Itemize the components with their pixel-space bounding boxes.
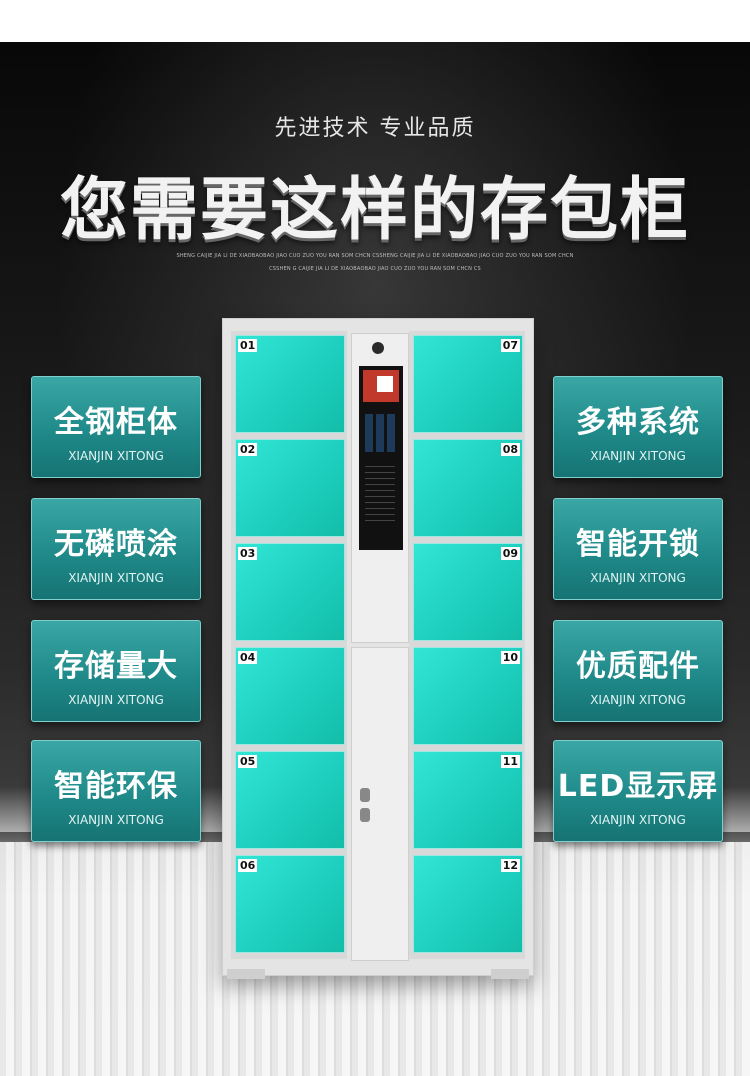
locker-number: 05 <box>238 755 258 768</box>
locker-door-10[interactable]: 10 <box>413 647 523 745</box>
right-column-frame <box>409 331 525 959</box>
header-title: 您需要这样的存包柜 <box>59 171 690 250</box>
lock-icon[interactable] <box>360 788 370 802</box>
locker-door-01[interactable]: 01 <box>235 335 345 433</box>
feature-title: 智能环保 <box>54 769 178 804</box>
locker-door-12[interactable]: 12 <box>413 855 523 953</box>
feature-box-parts: 优质配件 XIANJIN XITONG <box>553 620 723 722</box>
locker-number: 08 <box>500 443 520 456</box>
locker-door-05[interactable]: 05 <box>235 751 345 849</box>
cabinet-foot-right <box>491 969 529 979</box>
locker-number: 11 <box>500 755 520 768</box>
locker-door-03[interactable]: 03 <box>235 543 345 641</box>
feature-title: 智能开锁 <box>576 527 700 562</box>
feature-title: 多种系统 <box>576 405 700 440</box>
header-pinyin: SHENG CAIJIE JIA LI DE XIAOBAOBAO JIAO C… <box>176 253 574 272</box>
brand-logo-icon <box>372 342 384 354</box>
feature-subtitle: XIANJIN XITONG <box>68 693 164 707</box>
locker-cabinet: 01 02 03 04 05 06 07 08 09 10 11 <box>222 318 534 979</box>
feature-subtitle: XIANJIN XITONG <box>590 813 686 827</box>
locker-number: 04 <box>238 651 258 664</box>
feature-subtitle: XIANJIN XITONG <box>590 571 686 585</box>
feature-subtitle: XIANJIN XITONG <box>590 693 686 707</box>
locker-number: 01 <box>238 339 258 352</box>
cabinet-foot-left <box>227 969 265 979</box>
feature-subtitle: XIANJIN XITONG <box>68 449 164 463</box>
feature-box-led: LED显示屏 XIANJIN XITONG <box>553 740 723 842</box>
feature-box-unlock: 智能开锁 XIANJIN XITONG <box>553 498 723 600</box>
feature-title: 全钢柜体 <box>54 405 178 440</box>
feature-box-steel-body: 全钢柜体 XIANJIN XITONG <box>31 376 201 478</box>
locker-number: 07 <box>500 339 520 352</box>
locker-door-07[interactable]: 07 <box>413 335 523 433</box>
locker-door-02[interactable]: 02 <box>235 439 345 537</box>
locker-door-11[interactable]: 11 <box>413 751 523 849</box>
header-subtitle: 先进技术 专业品质 <box>274 116 476 141</box>
locker-number: 09 <box>500 547 520 560</box>
feature-box-coating: 无磷喷涂 XIANJIN XITONG <box>31 498 201 600</box>
feature-subtitle: XIANJIN XITONG <box>68 813 164 827</box>
feature-title: 无磷喷涂 <box>54 527 178 562</box>
locker-door-06[interactable]: 06 <box>235 855 345 953</box>
feature-subtitle: XIANJIN XITONG <box>590 449 686 463</box>
locker-number: 10 <box>500 651 520 664</box>
locker-number: 12 <box>500 859 520 872</box>
locker-number: 03 <box>238 547 258 560</box>
feature-box-capacity: 存储量大 XIANJIN XITONG <box>31 620 201 722</box>
qr-code-icon <box>377 376 393 392</box>
locker-number: 02 <box>238 443 258 456</box>
feature-title: 存储量大 <box>54 649 178 684</box>
lock-icon[interactable] <box>360 808 370 822</box>
locker-number: 06 <box>238 859 258 872</box>
feature-box-systems: 多种系统 XIANJIN XITONG <box>553 376 723 478</box>
keypad[interactable] <box>365 414 397 452</box>
locker-door-08[interactable]: 08 <box>413 439 523 537</box>
feature-box-eco: 智能环保 XIANJIN XITONG <box>31 740 201 842</box>
instruction-text-lines <box>365 466 395 526</box>
locker-door-04[interactable]: 04 <box>235 647 345 745</box>
product-banner: 先进技术 专业品质 您需要这样的存包柜 SHENG CAIJIE JIA LI … <box>0 42 750 1076</box>
service-door[interactable] <box>351 647 409 961</box>
locker-door-09[interactable]: 09 <box>413 543 523 641</box>
control-panel <box>351 333 409 643</box>
feature-subtitle: XIANJIN XITONG <box>68 571 164 585</box>
feature-title: 优质配件 <box>576 649 700 684</box>
feature-title: LED显示屏 <box>557 769 719 804</box>
control-screen[interactable] <box>359 366 403 550</box>
left-column-frame <box>231 331 347 959</box>
